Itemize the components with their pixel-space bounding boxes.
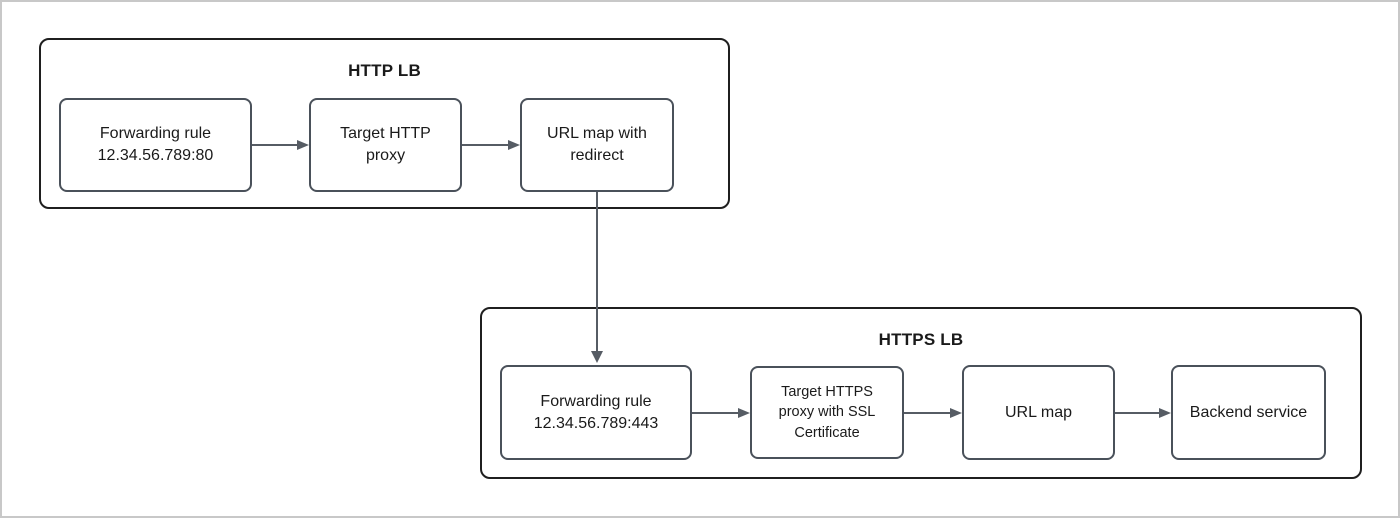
node-target-https-proxy: Target HTTPS proxy with SSL Certificate bbox=[750, 366, 904, 459]
node-target-http-proxy: Target HTTP proxy bbox=[309, 98, 462, 192]
http-lb-title: HTTP LB bbox=[348, 61, 421, 80]
https-lb-title: HTTPS LB bbox=[878, 330, 964, 349]
node-https-forwarding-rule: Forwarding rule 12.34.56.789:443 bbox=[500, 365, 692, 460]
node-http-forwarding-rule: Forwarding rule 12.34.56.789:80 bbox=[59, 98, 252, 192]
node-backend-service: Backend service bbox=[1171, 365, 1326, 460]
group-http-lb: HTTP LB bbox=[39, 38, 730, 209]
node-url-map: URL map bbox=[962, 365, 1115, 460]
node-url-map-with-redirect: URL map with redirect bbox=[520, 98, 674, 192]
group-https-lb: HTTPS LB bbox=[480, 307, 1362, 479]
